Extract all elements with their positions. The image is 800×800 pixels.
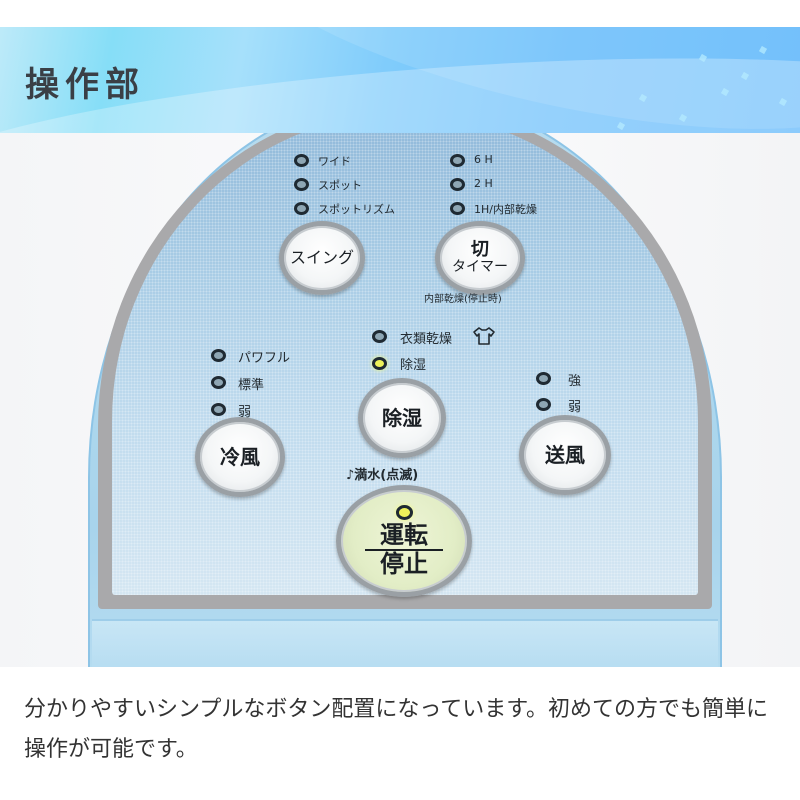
indicator-label: 除湿 xyxy=(400,358,427,373)
led-indicator xyxy=(450,202,465,215)
led-indicator xyxy=(211,349,226,362)
power-button[interactable]: 運転 停止 xyxy=(336,485,472,597)
header-banner: 操作部 xyxy=(0,27,800,133)
dehumidify-button[interactable]: 除湿 xyxy=(358,378,446,458)
power-button-divider xyxy=(365,549,443,551)
led-indicator xyxy=(294,178,309,191)
description-caption: 分かりやすいシンプルなボタン配置になっています。初めての方でも簡単に操作が可能で… xyxy=(24,697,769,762)
swing-button-label: スイング xyxy=(289,248,354,268)
led-indicator xyxy=(450,178,465,191)
led-indicator-lit xyxy=(372,357,387,370)
indicator-label: パワフル xyxy=(238,351,291,366)
fan-button[interactable]: 送風 xyxy=(519,415,611,495)
led-indicator xyxy=(450,154,465,167)
indicator-label: 6 H xyxy=(474,153,493,166)
indicator-label: ワイド xyxy=(318,155,351,168)
led-indicator xyxy=(294,154,309,167)
led-indicator xyxy=(211,376,226,389)
indicator-label: 弱 xyxy=(238,405,252,420)
indicator-label: 1H/内部乾燥 xyxy=(474,203,537,216)
timer-button-label-top: 切 xyxy=(471,238,489,260)
swing-button[interactable]: スイング xyxy=(279,221,365,295)
power-button-label-top: 運転 xyxy=(380,520,428,549)
power-button-label-bottom: 停止 xyxy=(380,550,428,578)
led-indicator xyxy=(536,372,551,385)
fan-button-label: 送風 xyxy=(545,442,585,467)
page-title: 操作部 xyxy=(25,65,145,105)
water-full-label: ♪満水(点滅) xyxy=(346,468,419,483)
timer-button-label-bottom: タイマー xyxy=(452,258,508,275)
cool-wind-button-label: 冷風 xyxy=(220,444,260,469)
shirt-icon xyxy=(473,327,495,345)
control-panel-photo: ワイド スポット スポットリズム 6 H 2 H 1H/内部乾燥 スイング 切 … xyxy=(0,133,800,667)
indicator-label: 弱 xyxy=(568,400,582,415)
led-indicator xyxy=(372,330,387,343)
power-led-lit xyxy=(395,504,413,520)
indicator-label: 強 xyxy=(568,374,582,389)
indicator-label: 標準 xyxy=(238,378,265,393)
indicator-label: 2 H xyxy=(474,177,493,190)
cool-wind-button[interactable]: 冷風 xyxy=(195,417,285,497)
led-indicator xyxy=(294,202,309,215)
dehumidify-button-label: 除湿 xyxy=(382,405,422,430)
timer-sub-label: 内部乾燥(停止時) xyxy=(424,294,502,305)
indicator-label: スポット xyxy=(318,179,362,192)
unit-housing-base xyxy=(92,619,718,667)
indicator-label: スポットリズム xyxy=(318,203,395,216)
off-timer-button[interactable]: 切 タイマー xyxy=(435,221,525,295)
indicator-label: 衣類乾燥 xyxy=(400,332,453,347)
led-indicator xyxy=(536,398,551,411)
led-indicator xyxy=(211,403,226,416)
